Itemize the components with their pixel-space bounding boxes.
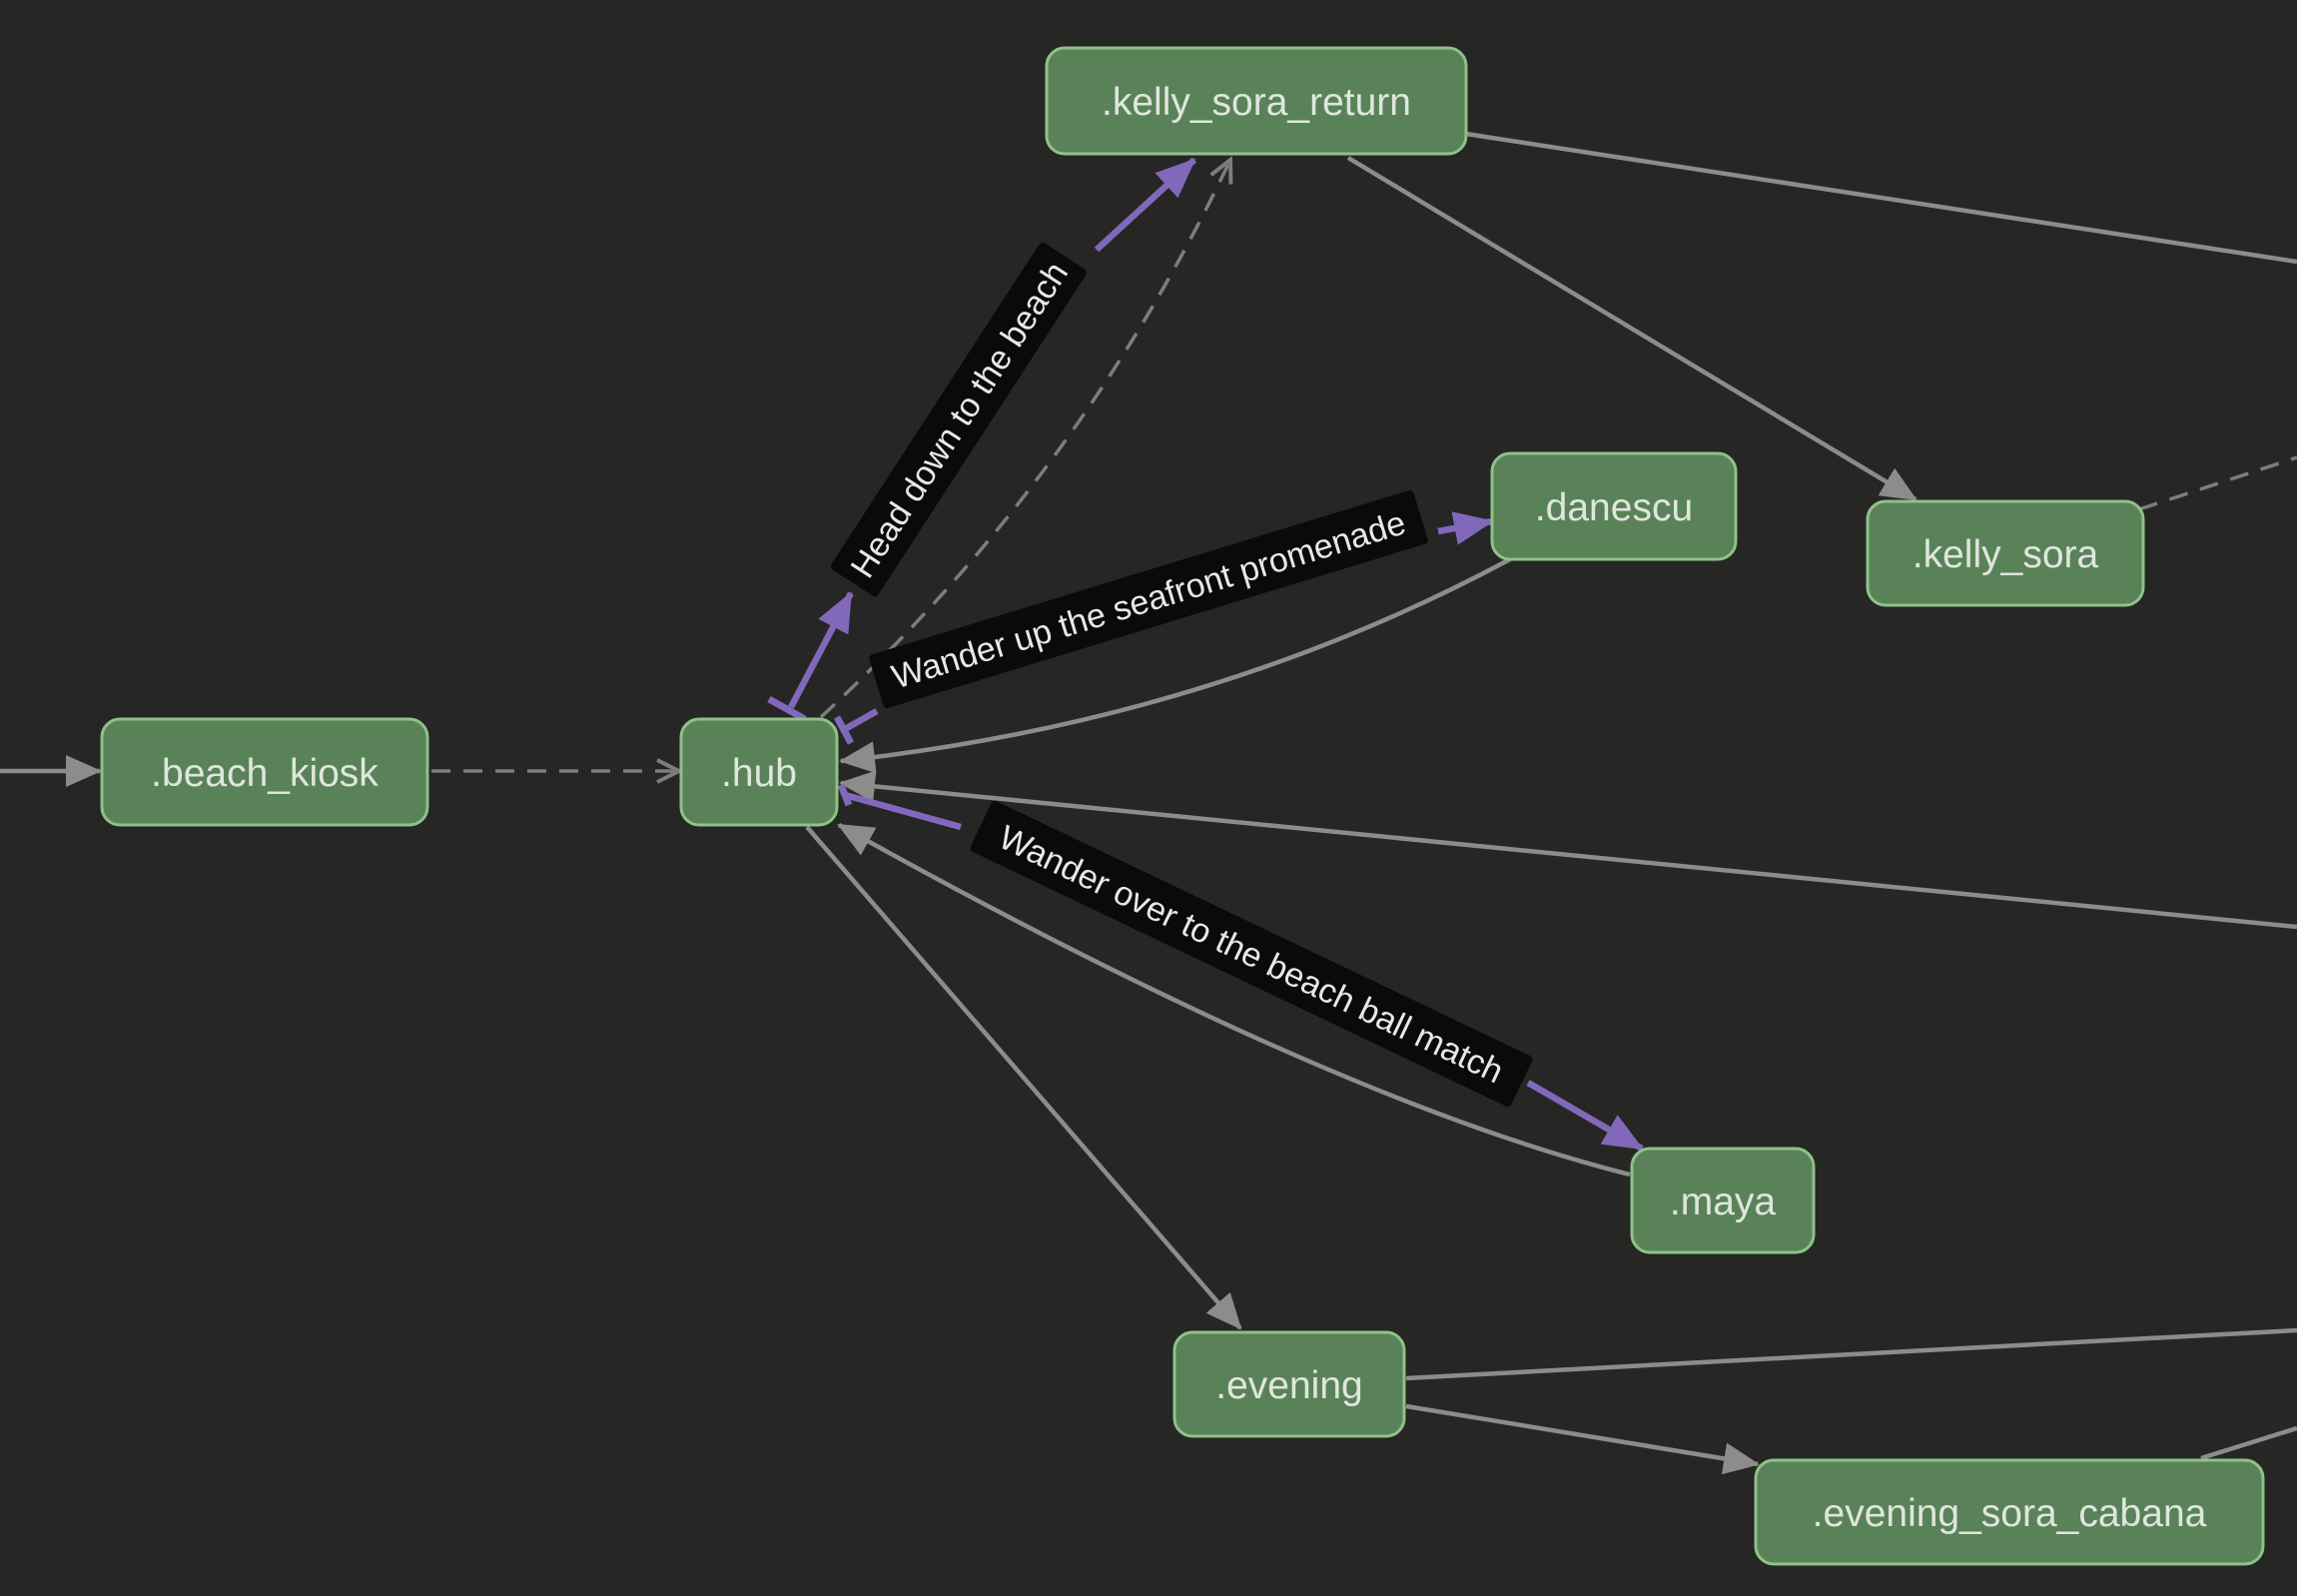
node-beach-kiosk[interactable]: .beach_kiosk	[100, 717, 429, 827]
edge-hub-to-kelly-sora-return-dashed	[819, 160, 1230, 719]
node-label: .beach_kiosk	[151, 752, 379, 795]
edge-offscreen-to-hub	[839, 770, 2297, 930]
choice-label-head-down-beach: Head down to the beach	[844, 256, 1077, 585]
choice-label-seafront-promenade: Wander up the seafront promenade	[888, 503, 1410, 696]
choice-edge-beach-ball-match[interactable]: Wander over to the beach ball match	[837, 783, 1644, 1152]
edge-evening-offscreen	[1405, 1327, 2297, 1381]
node-label: .evening_sora_cabana	[1813, 1492, 2207, 1535]
node-kelly-sora[interactable]: .kelly_sora	[1866, 499, 2145, 607]
node-label: .kelly_sora_return	[1102, 81, 1411, 124]
node-label: .evening	[1215, 1364, 1362, 1407]
node-kelly-sora-return[interactable]: .kelly_sora_return	[1045, 46, 1468, 156]
node-hub[interactable]: .hub	[679, 717, 839, 827]
node-evening[interactable]: .evening	[1172, 1330, 1406, 1438]
edge-evening-sora-cabana-offscreen	[2200, 1425, 2297, 1461]
edge-danescu-to-hub	[839, 557, 1512, 774]
edge-maya-to-hub	[837, 823, 1631, 1178]
edge-kelly-sora-offscreen-dashed	[2138, 455, 2297, 511]
edge-kelly-sora-return-offscreen	[1465, 131, 2297, 265]
node-evening-sora-cabana[interactable]: .evening_sora_cabana	[1754, 1458, 2265, 1566]
node-label: .maya	[1670, 1181, 1777, 1223]
edge-evening-to-evening-sora-cabana	[1405, 1403, 1760, 1475]
node-label: .danescu	[1535, 486, 1693, 529]
edge-kelly-sora-return-to-kelly-sora	[1346, 156, 1917, 501]
node-label: .hub	[721, 752, 797, 795]
node-maya[interactable]: .maya	[1630, 1147, 1816, 1254]
edge-hub-to-evening	[805, 825, 1242, 1330]
node-danescu[interactable]: .danescu	[1490, 451, 1738, 561]
node-label: .kelly_sora	[1913, 533, 2099, 576]
choice-label-beach-ball-match: Wander over to the beach ball match	[993, 818, 1509, 1091]
